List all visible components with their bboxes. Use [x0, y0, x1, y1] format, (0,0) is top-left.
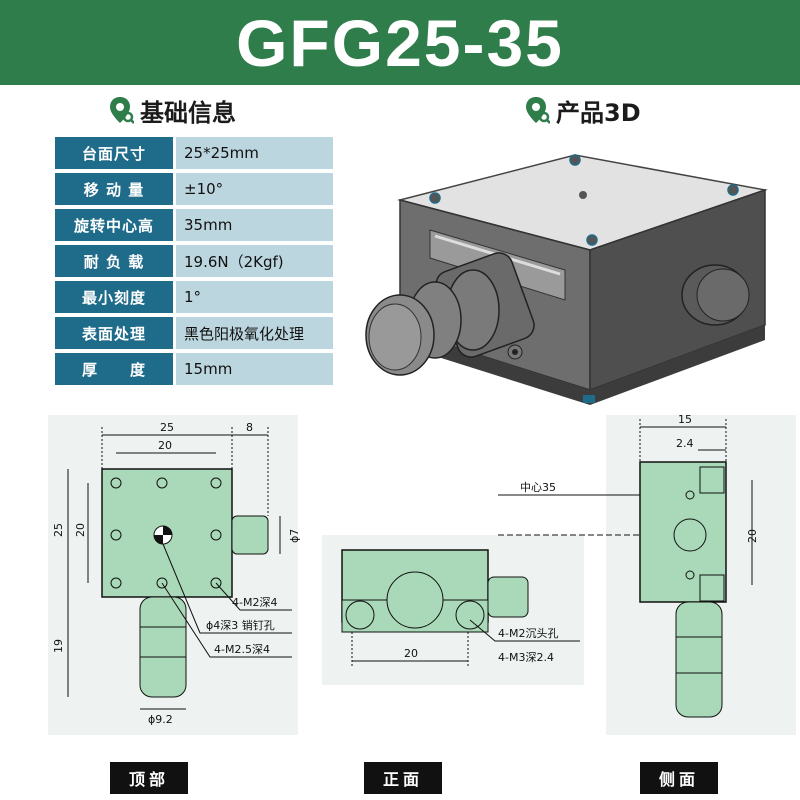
dim-top-diameter-7: ϕ7: [288, 529, 301, 543]
spec-value: 25*25mm: [176, 137, 333, 169]
dim-side-center-35: 中心35: [520, 481, 556, 494]
spec-table: 台面尺寸 25*25mm 移 动 量 ±10° 旋转中心高 35mm 耐 负 载…: [55, 137, 333, 389]
note-front-m3: 4-M3深2.4: [498, 651, 554, 664]
product-3d-render: [365, 154, 768, 405]
spec-value: ±10°: [176, 173, 333, 205]
note-top-m2: 4-M2深4: [232, 596, 277, 609]
spec-value: 1°: [176, 281, 333, 313]
dim-front-width-20: 20: [404, 647, 418, 660]
technical-drawings: 25 8 20 25 20 ϕ7 19 ϕ9.2 4-M2深4 ϕ4深3 销钉孔…: [48, 413, 796, 735]
spec-row: 耐 负 载 19.6N（2Kgf): [55, 245, 333, 277]
basic-info-title: 基础信息: [140, 98, 236, 127]
spec-key: 耐 负 载: [55, 245, 173, 277]
side-view-drawing: 15 2.4 中心35 20: [498, 413, 759, 718]
spec-key: 最小刻度: [55, 281, 173, 313]
spec-value: 黑色阳极氧化处理: [176, 317, 333, 349]
spec-row: 台面尺寸 25*25mm: [55, 137, 333, 169]
dim-top-height-19: 19: [52, 639, 65, 653]
spec-key: 台面尺寸: [55, 137, 173, 169]
spec-row: 移 动 量 ±10°: [55, 173, 333, 205]
dim-side-width-15: 15: [678, 413, 692, 426]
spec-key: 旋转中心高: [55, 209, 173, 241]
front-view-drawing: 20 4-M2沉头孔 4-M3深2.4: [341, 549, 580, 667]
spec-row: 表面处理 黑色阳极氧化处理: [55, 317, 333, 349]
dim-side-width-2-4: 2.4: [676, 437, 694, 450]
basic-info-heading: 基础信息: [108, 92, 236, 128]
spec-row: 最小刻度 1°: [55, 281, 333, 313]
location-pin-icon: [110, 97, 134, 124]
product-title: GFG25-35: [236, 5, 564, 80]
location-pin-icon: [526, 97, 550, 124]
dim-top-height-20: 20: [74, 523, 87, 537]
product-3d-title: 产品3D: [556, 98, 641, 127]
caption-side-view: 侧面: [640, 762, 718, 794]
spec-row: 旋转中心高 35mm: [55, 209, 333, 241]
title-banner: GFG25-35: [0, 0, 800, 85]
spec-key: 移 动 量: [55, 173, 173, 205]
dim-top-height-25: 25: [52, 523, 65, 537]
dim-side-height-20: 20: [746, 529, 759, 543]
spec-key: 表面处理: [55, 317, 173, 349]
dim-top-diameter-9-2: ϕ9.2: [148, 713, 173, 726]
caption-top-view: 顶部: [110, 762, 188, 794]
dim-top-width-25: 25: [160, 421, 174, 434]
spec-key: 厚 度: [55, 353, 173, 385]
note-top-m2-5: 4-M2.5深4: [214, 643, 270, 656]
spec-row: 厚 度 15mm: [55, 353, 333, 385]
caption-front-view: 正面: [364, 762, 442, 794]
note-front-m2: 4-M2沉头孔: [498, 627, 558, 640]
product-3d-heading: 产品3D: [524, 92, 641, 128]
spec-value: 35mm: [176, 209, 333, 241]
top-view-drawing: 25 8 20 25 20 ϕ7 19 ϕ9.2 4-M2深4 ϕ4深3 销钉孔…: [52, 421, 301, 726]
spec-value: 15mm: [176, 353, 333, 385]
dim-top-width-8: 8: [246, 421, 253, 434]
dim-top-width-20: 20: [158, 439, 172, 452]
note-top-pin-hole: ϕ4深3 销钉孔: [206, 618, 275, 632]
spec-value: 19.6N（2Kgf): [176, 245, 333, 277]
